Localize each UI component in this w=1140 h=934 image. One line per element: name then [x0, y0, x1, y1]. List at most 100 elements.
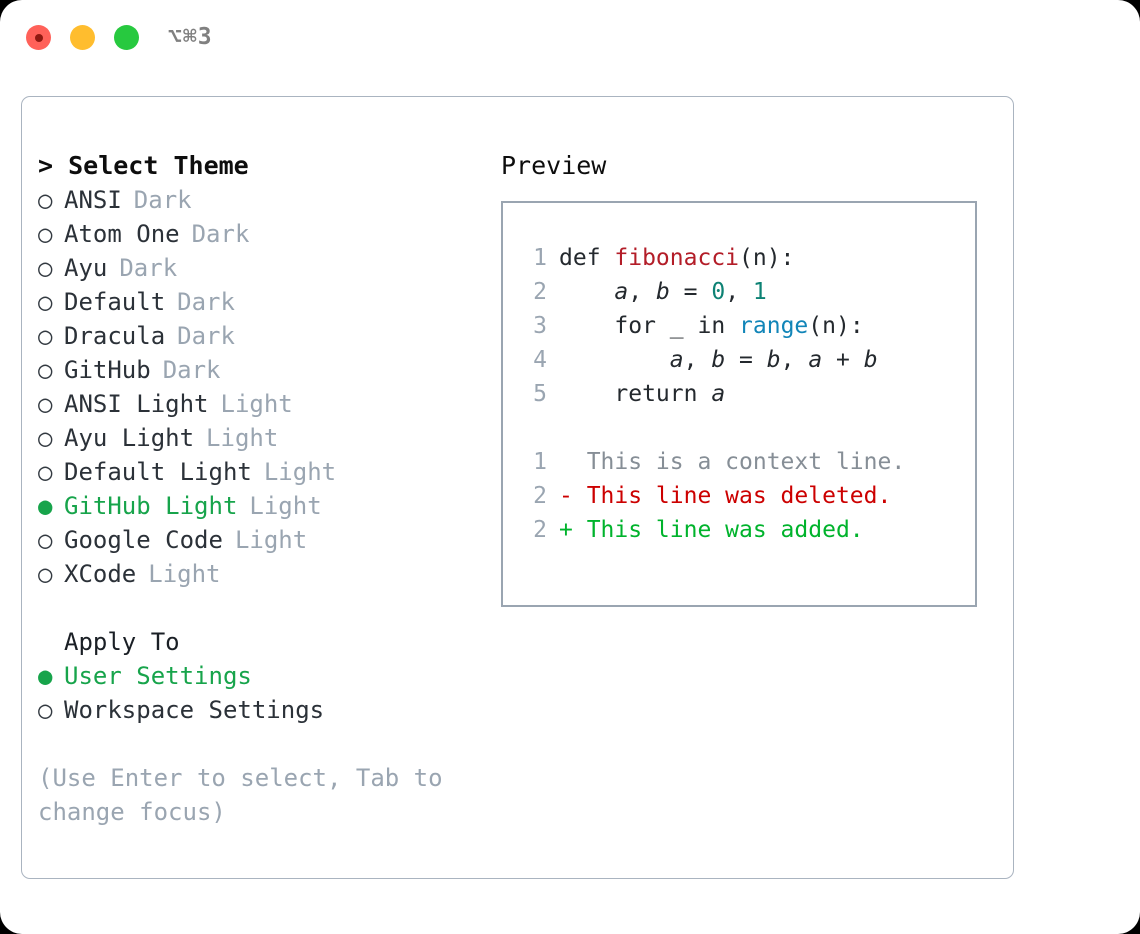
close-button[interactable]	[26, 25, 51, 50]
radio-selected-icon: ●	[38, 662, 53, 690]
code-token: 0	[711, 279, 726, 305]
theme-name: Ayu	[64, 254, 108, 282]
radio-unselected-icon: ○	[38, 526, 53, 554]
theme-name: Atom One	[64, 220, 180, 248]
diff-line: 2 - This line was deleted.	[503, 479, 975, 513]
radio-unselected-icon: ○	[38, 390, 53, 418]
theme-name: ANSI Light	[64, 390, 209, 418]
diff-line-text: - This line was deleted.	[559, 483, 892, 509]
theme-variant-tag: Dark	[177, 322, 235, 350]
spacer	[38, 591, 478, 625]
code-token: ,	[780, 347, 809, 373]
line-number: 2	[533, 279, 547, 305]
code-token: b	[863, 347, 878, 373]
diff-line-text: + This line was added.	[559, 517, 864, 543]
code-token: a	[669, 347, 684, 373]
radio-unselected-icon: ○	[38, 186, 53, 214]
apply-to-option[interactable]: ○Workspace Settings	[38, 693, 478, 727]
code-token: ,	[628, 279, 656, 305]
spacer	[503, 411, 975, 445]
code-token: (n):	[808, 313, 864, 339]
theme-name: XCode	[64, 560, 137, 588]
line-number: 4	[533, 347, 547, 373]
title-bar: ⌥⌘3	[0, 0, 1140, 76]
radio-selected-icon: ●	[38, 492, 53, 520]
theme-list-item[interactable]: ○ Default Dark	[38, 285, 478, 319]
code-line: 4 a, b = b, a + b	[503, 343, 975, 377]
keyboard-shortcut-label: ⌥⌘3	[168, 24, 213, 50]
theme-variant-tag: Light	[234, 526, 308, 554]
radio-unselected-icon: ○	[38, 424, 53, 452]
theme-name: Default	[64, 288, 166, 316]
theme-variant-tag: Light	[220, 390, 293, 418]
line-number: 2	[533, 483, 547, 509]
code-token: =	[725, 347, 767, 373]
radio-unselected-icon: ○	[38, 288, 53, 316]
diff-line: 1 This is a context line.	[503, 445, 975, 479]
code-token: a	[808, 347, 823, 373]
line-number: 5	[533, 381, 547, 407]
code-token: b	[766, 347, 781, 373]
code-line: 3 for _ in range(n):	[503, 309, 975, 343]
radio-unselected-icon: ○	[38, 458, 53, 486]
theme-list-item[interactable]: ○ ANSI Light Light	[38, 387, 478, 421]
theme-variant-tag: Dark	[133, 186, 192, 214]
radio-unselected-icon: ○	[38, 696, 53, 724]
code-line-text: return a	[559, 377, 725, 411]
theme-variant-tag: Light	[206, 424, 279, 452]
diff-sample: 1 This is a context line. 2 - This line wa…	[503, 445, 975, 547]
apply-to-label: Apply To	[64, 628, 180, 656]
theme-name: GitHub Light	[64, 492, 238, 520]
apply-to-option[interactable]: ● User Settings	[38, 659, 478, 693]
code-token: _	[669, 313, 684, 339]
code-token: range	[739, 313, 809, 339]
code-token: a	[711, 381, 726, 407]
code-token: ,	[725, 279, 753, 305]
code-token: 1	[752, 279, 767, 305]
code-line-text: def fibonacci(n):	[559, 241, 794, 275]
code-token: in	[683, 313, 740, 339]
theme-variant-tag: Dark	[162, 356, 221, 384]
code-token: b	[655, 279, 670, 305]
radio-unselected-icon: ○	[38, 220, 53, 248]
keyboard-hint: (Use Enter to select, Tab to change focu…	[38, 764, 443, 826]
radio-unselected-icon: ○	[38, 356, 53, 384]
theme-list-item[interactable]: ○ Google Code Light	[38, 523, 478, 557]
code-line-text: for _ in range(n):	[559, 309, 864, 343]
code-token: for	[559, 313, 670, 339]
theme-variant-tag: Dark	[119, 254, 178, 282]
theme-variant-tag: Light	[263, 458, 337, 486]
code-token: +	[822, 347, 864, 373]
radio-unselected-icon: ○	[38, 560, 53, 588]
theme-list-item[interactable]: ○ Atom One Dark	[38, 217, 478, 251]
code-token: return	[559, 381, 712, 407]
theme-name: Google Code	[64, 526, 223, 554]
diff-line: 2 + This line was added.	[503, 513, 975, 547]
code-line: 2 a, b = 0, 1	[503, 275, 975, 309]
apply-to-option-label: User Settings	[64, 662, 252, 690]
line-number: 2	[533, 517, 547, 543]
radio-unselected-icon: ○	[38, 322, 53, 350]
code-token: fibonacci	[614, 245, 740, 271]
code-line-text: a, b = 0, 1	[559, 275, 767, 309]
theme-variant-tag: Dark	[191, 220, 250, 248]
code-token	[559, 347, 670, 373]
zoom-button[interactable]	[114, 25, 139, 50]
theme-variant-tag: Dark	[177, 288, 235, 316]
minimize-button[interactable]	[70, 25, 95, 50]
window-controls	[26, 25, 139, 50]
code-line: 5 return a	[503, 377, 975, 411]
